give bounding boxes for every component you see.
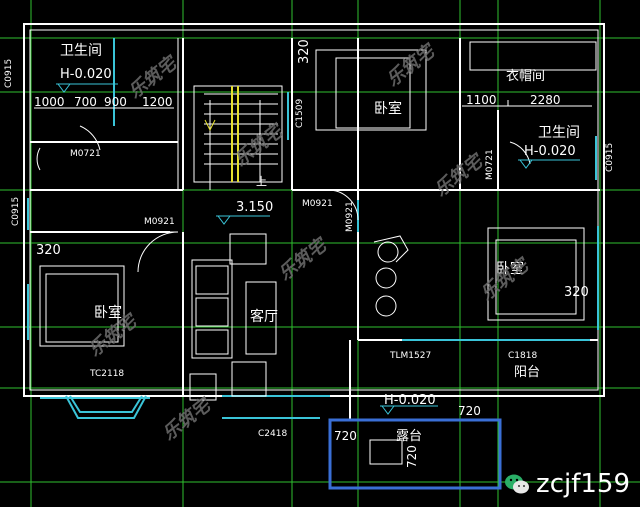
dim-1000: 1000 xyxy=(34,95,65,109)
room-label-bathroom-left: 卫生间 xyxy=(60,43,102,59)
opening-m0921-mid: M0921 xyxy=(302,199,333,209)
watermark-handle: zcjf159 xyxy=(504,469,630,499)
opening-tlm1527: TLM1527 xyxy=(390,351,432,361)
opening-m0921-left: M0921 xyxy=(144,217,175,227)
dim-2280: 2280 xyxy=(530,93,561,107)
opening-m0921-vert: M0921 xyxy=(345,201,355,232)
opening-c1509: C1509 xyxy=(295,98,305,128)
stair-up-label: 上 xyxy=(256,175,267,188)
dimension-lines xyxy=(34,100,592,109)
level-markers xyxy=(56,83,580,415)
dim-1200: 1200 xyxy=(142,95,173,109)
dim-320-right: 320 xyxy=(564,285,589,300)
room-label-terrace: 露台 xyxy=(396,429,423,444)
dim-1100: 1100 xyxy=(466,93,497,107)
stair xyxy=(193,85,283,190)
room-label-living: 客厅 xyxy=(250,309,278,325)
level-label-floor: 3.150 xyxy=(236,200,274,215)
dim-700: 700 xyxy=(74,95,97,109)
opening-tc2118: TC2118 xyxy=(90,369,125,379)
dim-720-b: 720 xyxy=(334,429,357,443)
beds xyxy=(39,41,597,347)
watermark-handle-text: zcjf159 xyxy=(536,469,630,499)
room-label-closet: 衣帽间 xyxy=(506,69,546,84)
doors xyxy=(36,125,531,273)
opening-m0721-left: M0721 xyxy=(70,149,101,159)
room-label-balcony: 阳台 xyxy=(514,365,541,380)
dim-320-top: 320 xyxy=(297,39,312,64)
level-label-terrace: H-0.020 xyxy=(384,393,436,408)
living-furniture xyxy=(189,233,502,490)
level-label-bath-right: H-0.020 xyxy=(524,144,576,159)
dim-900: 900 xyxy=(104,95,127,109)
wechat-icon xyxy=(505,474,530,494)
room-label-bedroom-left: 卧室 xyxy=(94,305,122,321)
opening-c1818: C1818 xyxy=(508,351,538,361)
level-label-bath-left: H-0.020 xyxy=(60,67,112,82)
opening-m0721-right: M0721 xyxy=(485,149,495,180)
opening-c0915-left: C0915 xyxy=(4,58,14,88)
opening-c0915: C0915 xyxy=(11,196,21,226)
opening-c2418: C2418 xyxy=(258,429,288,439)
room-label-bedroom-right: 卧室 xyxy=(496,261,524,277)
dim-320-left: 320 xyxy=(36,243,61,258)
room-label-bathroom-right: 卫生间 xyxy=(538,125,580,141)
dim-720-a: 720 xyxy=(458,404,481,418)
dim-720-c: 720 xyxy=(405,445,419,468)
windows xyxy=(27,38,599,419)
room-label-bedroom-top: 卧室 xyxy=(374,101,402,117)
opening-c0915-right: C0915 xyxy=(605,142,615,172)
